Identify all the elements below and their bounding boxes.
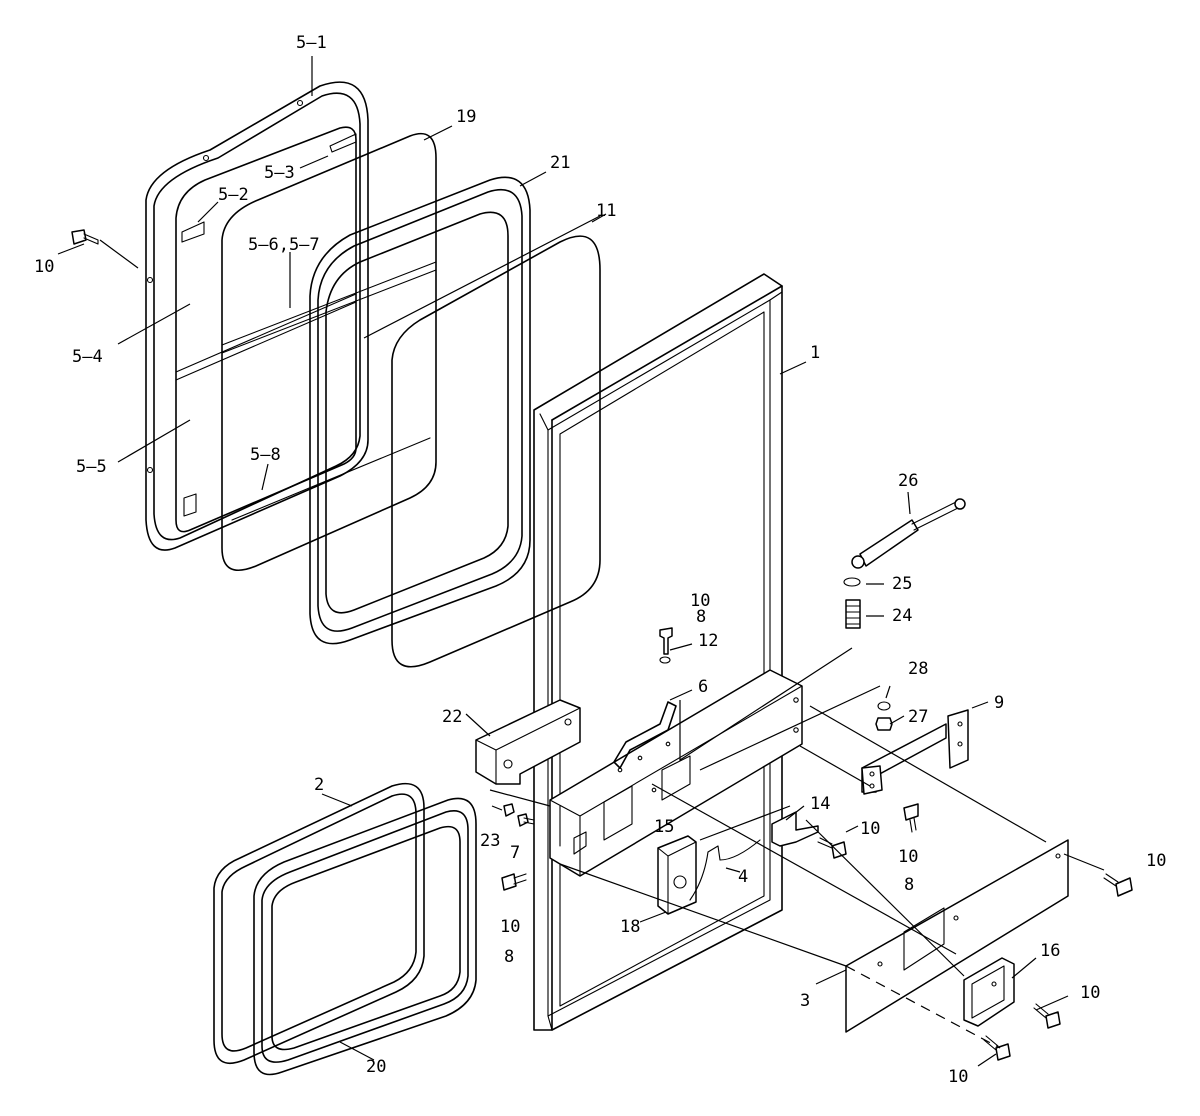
latch-14	[771, 811, 819, 847]
callout-10-top-left: 10	[34, 257, 54, 277]
assembly-line-pin	[679, 647, 853, 762]
callout-5-3: 5–3	[264, 163, 295, 183]
callout-4: 4	[738, 867, 748, 887]
screw-10-part-9	[903, 803, 919, 833]
assembly-line-lock	[651, 783, 957, 955]
channel-5-8	[231, 437, 431, 521]
callout-23: 23	[480, 831, 500, 851]
callout-21: 21	[550, 153, 570, 173]
callout-9: 9	[994, 693, 1004, 713]
callout-5-8: 5–8	[250, 445, 281, 465]
callout-15: 15	[654, 817, 674, 837]
door-1	[533, 273, 783, 1031]
gas-spring-26	[851, 498, 966, 569]
callout-27: 27	[908, 707, 928, 727]
washer-28	[877, 701, 891, 711]
leader-lines	[57, 56, 1105, 1067]
callout-8-part-9: 8	[904, 875, 914, 895]
handle-cup-16	[963, 957, 1015, 1027]
screw-10-top-left	[71, 229, 99, 245]
callout-19: 19	[456, 107, 476, 127]
callout-11: 11	[596, 201, 616, 221]
callout-8-screw-12: 8	[696, 607, 706, 627]
bracket-22	[475, 699, 581, 785]
callout-10-screw-12: 10	[690, 591, 710, 611]
callout-5-2: 5–2	[218, 185, 249, 205]
screw-10-right	[1103, 873, 1133, 897]
callout-28: 28	[908, 659, 928, 679]
assembly-line-screw	[99, 239, 139, 269]
frame-20	[253, 797, 477, 1076]
window-frame-5-1	[145, 81, 369, 551]
assembly-line-washer	[699, 685, 881, 771]
handle-6	[613, 701, 677, 769]
rod-4	[689, 839, 761, 901]
seal-2	[213, 782, 425, 1065]
callout-7: 7	[510, 843, 520, 863]
assembly-line-cover	[809, 705, 1047, 843]
assembly-line-catch	[559, 863, 847, 967]
callout-16: 16	[1040, 941, 1060, 961]
o-ring-25	[843, 577, 861, 587]
pane-11	[391, 235, 601, 668]
strap-9	[861, 709, 969, 795]
catch-18	[657, 835, 697, 915]
spring-pin-24	[845, 599, 861, 629]
callout-3: 3	[800, 991, 810, 1011]
callout-10-part-9: 10	[898, 847, 918, 867]
callout-10-bottom-left: 10	[500, 917, 520, 937]
callout-18: 18	[620, 917, 640, 937]
callout-26: 26	[898, 471, 918, 491]
assembly-line-strap	[799, 745, 871, 787]
screw-7	[517, 813, 535, 827]
washer-12	[659, 656, 671, 664]
callout-5-6-5-7: 5–6,5–7	[248, 235, 320, 255]
screw-12	[659, 627, 673, 655]
callout-22: 22	[442, 707, 462, 727]
callout-10-part-14: 10	[860, 819, 880, 839]
screw-23	[503, 803, 515, 817]
assembly-line-bracket	[489, 789, 551, 807]
glass-19	[221, 132, 437, 571]
screw-10-bottom	[983, 1035, 1011, 1061]
callout-2: 2	[314, 775, 324, 795]
assembly-line-frame	[363, 215, 601, 339]
assembly-line-rod	[699, 805, 791, 841]
assembly-line-cup	[805, 819, 965, 977]
screw-10-part-16	[1033, 1003, 1061, 1029]
callout-10-part-16: 10	[1080, 983, 1100, 1003]
callout-5-1: 5–1	[296, 33, 327, 53]
cover-plate-3	[845, 839, 1069, 1033]
callout-5-4: 5–4	[72, 347, 103, 367]
callout-8-bottom-left: 8	[504, 947, 514, 967]
divider-5-6-5-7	[221, 261, 437, 346]
callout-labels: 5–1 19 5–3 21 5–2 11 10 5–6,5–7 5–4 1 5–…	[34, 33, 1166, 1087]
callout-6: 6	[698, 677, 708, 697]
callout-1: 1	[810, 343, 820, 363]
callout-5-5: 5–5	[76, 457, 107, 477]
nut-27	[875, 717, 893, 731]
callout-24: 24	[892, 606, 912, 626]
screw-10-part-14	[817, 837, 847, 859]
callout-20: 20	[366, 1057, 386, 1077]
hidden-line-cover	[845, 965, 1001, 1049]
screw-10-bottom-left	[501, 873, 527, 891]
callout-14: 14	[810, 794, 830, 814]
callout-12: 12	[698, 631, 718, 651]
callout-10-bottom: 10	[948, 1067, 968, 1087]
rubber-frame-21	[309, 176, 531, 645]
callout-25: 25	[892, 574, 912, 594]
callout-10-right: 10	[1146, 851, 1166, 871]
